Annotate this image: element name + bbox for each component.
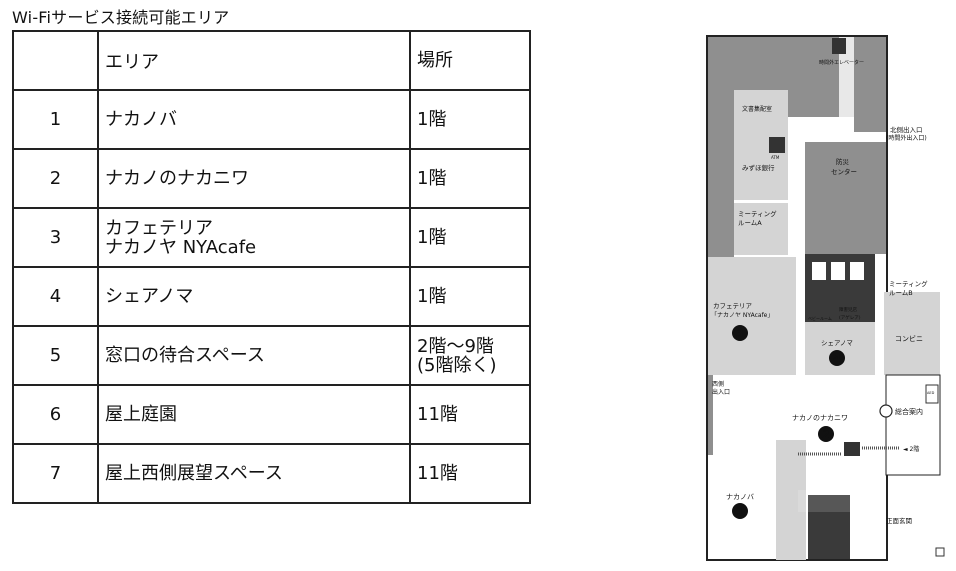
label-sharenoma: シェアノマ bbox=[821, 339, 853, 347]
row-area: カフェテリア ナカノヤ NYAcafe bbox=[97, 207, 411, 268]
label-meeting-a-2: ルームA bbox=[738, 219, 762, 227]
row-place: 11階 bbox=[409, 443, 531, 504]
label-meeting-a-1: ミーティング bbox=[738, 209, 777, 218]
table-row: 7 屋上西側展望スペース 11階 bbox=[12, 443, 531, 504]
row-no: 4 bbox=[12, 266, 99, 327]
restroom-male-icon bbox=[812, 262, 826, 280]
row-no: 3 bbox=[12, 207, 99, 268]
label-shop-2: (アゲレア) bbox=[839, 314, 861, 321]
elevator-icon bbox=[832, 38, 846, 54]
row-place: 1階 bbox=[409, 207, 531, 268]
table-row: 6 屋上庭園 11階 bbox=[12, 384, 531, 445]
row-place: 2階～9階 (5階除く) bbox=[409, 325, 531, 386]
label-archive: 文書集配室 bbox=[742, 105, 772, 113]
label-info: 総合案内 bbox=[895, 407, 923, 416]
svg-text:4: 4 bbox=[833, 352, 841, 365]
marker-3: 3 bbox=[732, 325, 748, 341]
wheelchair-icon bbox=[831, 262, 845, 280]
label-convenience: コンビニ bbox=[895, 334, 923, 343]
svg-text:3: 3 bbox=[736, 327, 744, 340]
row-place: 1階 bbox=[409, 89, 531, 150]
label-disaster-2: センター bbox=[831, 167, 857, 176]
row-place: 11階 bbox=[409, 384, 531, 445]
table-header-row: エリア 場所 bbox=[12, 30, 531, 91]
row-no: 7 bbox=[12, 443, 99, 504]
label-atm: ATM bbox=[771, 155, 780, 160]
table-row: 4 シェアノマ 1階 bbox=[12, 266, 531, 327]
restroom-female-icon bbox=[850, 262, 864, 280]
label-north-entrance-2: (時間外出入口) bbox=[886, 134, 927, 142]
info-icon bbox=[879, 404, 893, 418]
label-cafeteria-1: カフェテリア bbox=[713, 302, 753, 310]
table-row: 1 ナカノバ 1階 bbox=[12, 89, 531, 150]
label-west-entrance-2: 出入口 bbox=[712, 388, 730, 396]
row-area: 屋上西側展望スペース bbox=[97, 443, 411, 504]
svg-text:1: 1 bbox=[736, 505, 744, 518]
row-area: 窓口の待合スペース bbox=[97, 325, 411, 386]
label-shop-1: 障害児店 bbox=[839, 306, 857, 313]
label-main-entrance: 正面玄関 bbox=[886, 516, 912, 525]
label-nakaniwa: ナカノのナカニワ bbox=[792, 414, 848, 422]
table-row: 2 ナカノのナカニワ 1階 bbox=[12, 148, 531, 209]
label-disaster-1: 防災 bbox=[836, 157, 850, 166]
label-to-2f: ◄ 2階 bbox=[903, 445, 919, 453]
header-no bbox=[12, 30, 99, 91]
header-place: 場所 bbox=[409, 30, 531, 91]
label-baby-room: ベビールーム bbox=[808, 315, 832, 321]
page-title: Wi-Fiサービス接続可能エリア bbox=[12, 8, 230, 27]
row-no: 2 bbox=[12, 148, 99, 209]
svg-text:2: 2 bbox=[822, 428, 830, 441]
marker-1: 1 bbox=[732, 503, 748, 519]
label-bank: みずほ銀行 bbox=[742, 163, 775, 172]
row-no: 1 bbox=[12, 89, 99, 150]
aed-icon bbox=[925, 384, 939, 404]
row-no: 5 bbox=[12, 325, 99, 386]
row-place: 1階 bbox=[409, 266, 531, 327]
row-no: 6 bbox=[12, 384, 99, 445]
marker-4: 4 bbox=[829, 350, 845, 366]
row-place: 1階 bbox=[409, 148, 531, 209]
atm-icon bbox=[769, 137, 785, 153]
label-meeting-b-1: ミーティング bbox=[889, 279, 928, 288]
label-west-entrance-1: 西側 bbox=[712, 380, 724, 388]
row-area: ナカノバ bbox=[97, 89, 411, 150]
row-area: シェアノマ bbox=[97, 266, 411, 327]
table-row: 3 カフェテリア ナカノヤ NYAcafe 1階 bbox=[12, 207, 531, 268]
escalator-icon bbox=[844, 442, 860, 456]
header-area: エリア bbox=[97, 30, 411, 91]
label-north-entrance-1: 北側出入口 bbox=[890, 125, 923, 134]
label-cafeteria-2: 「ナカノヤ NYAcafe」 bbox=[711, 312, 773, 319]
label-meeting-b-2: ルームB bbox=[889, 289, 913, 297]
wifi-area-table: エリア 場所 1 ナカノバ 1階 2 ナカノのナカニワ 1階 3 カフェテリア … bbox=[12, 30, 531, 504]
label-nakanoba: ナカノバ bbox=[726, 493, 754, 501]
floor-map: 時間外エレベーター 文書集配室 ATM みずほ銀行 防災 センター 北側出入口 … bbox=[706, 35, 945, 561]
row-area: ナカノのナカニワ bbox=[97, 148, 411, 209]
label-aed: AED bbox=[927, 391, 935, 395]
table-row: 5 窓口の待合スペース 2階～9階 (5階除く) bbox=[12, 325, 531, 386]
label-elevator: 時間外エレベーター bbox=[819, 59, 864, 66]
marker-2: 2 bbox=[818, 426, 834, 442]
row-area: 屋上庭園 bbox=[97, 384, 411, 445]
